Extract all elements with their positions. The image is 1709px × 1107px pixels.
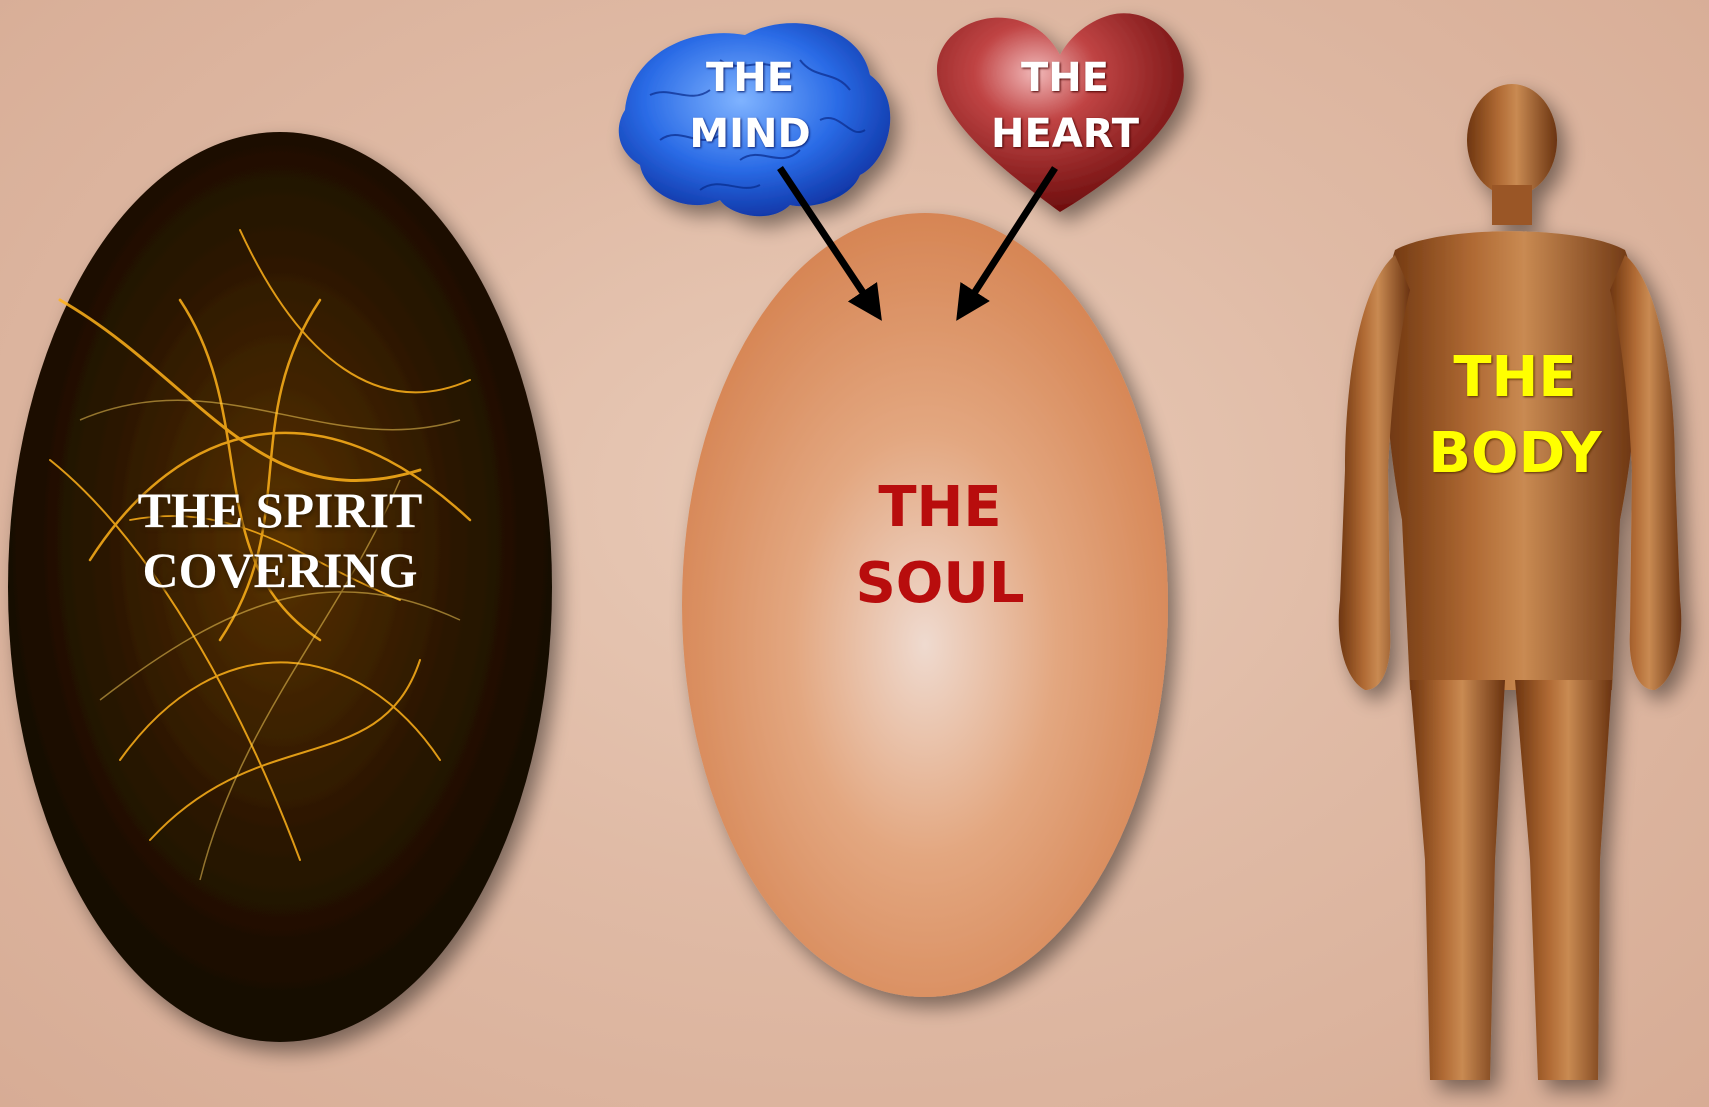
heart-label-line1: THE [960,50,1170,106]
heart-label-line2: HEART [960,106,1170,162]
heart-label: THE HEART [960,50,1170,162]
soul-label-line1: THE [800,470,1080,546]
spirit-covering-label: THE SPIRIT COVERING [80,480,480,600]
soul-label-line2: SOUL [800,546,1080,622]
soul-label: THE SOUL [800,470,1080,622]
body-label: THE BODY [1410,340,1620,492]
body-label-line2: BODY [1410,416,1620,492]
mind-label-line2: MIND [660,106,840,162]
human-figure-icon [1339,84,1682,1080]
mind-label-line1: THE [660,50,840,106]
body-label-line1: THE [1410,340,1620,416]
mind-label: THE MIND [660,50,840,162]
spirit-label-line1: THE SPIRIT [80,480,480,540]
spirit-label-line2: COVERING [80,540,480,600]
